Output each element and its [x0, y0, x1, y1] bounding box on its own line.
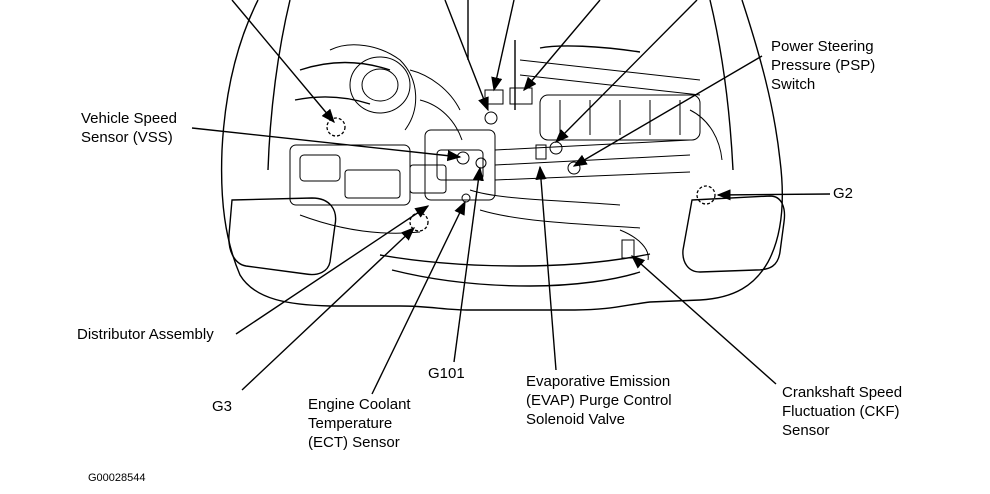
label-line: Switch: [771, 76, 816, 93]
leader-top-5: [555, 0, 698, 143]
label-ect-sensor: Engine Coolant Temperature (ECT) Sensor: [308, 395, 411, 452]
label-line: Engine Coolant: [308, 396, 411, 413]
vehicle-body-outline: [220, 0, 786, 311]
label-line: Pressure (PSP): [771, 57, 876, 74]
leader-g3: [241, 227, 416, 391]
label-vss: Vehicle Speed Sensor (VSS): [81, 109, 177, 147]
label-distributor: Distributor Assembly: [77, 325, 214, 344]
g2-marker: [696, 185, 716, 205]
leader-top-4: [523, 0, 601, 92]
label-line: Evaporative Emission: [526, 373, 671, 390]
leader-evap: [535, 165, 557, 371]
figure-id: G00028544: [88, 472, 146, 484]
leader-ect: [371, 200, 466, 395]
label-line: Sensor: [782, 422, 830, 439]
label-line: G2: [833, 185, 854, 202]
label-g2: G2: [833, 184, 853, 203]
leader-lines: [191, 0, 831, 395]
ground-location-markers: [326, 117, 716, 232]
label-line: Distributor Assembly: [77, 326, 214, 343]
leader-g101: [453, 166, 484, 363]
leader-psp: [572, 55, 763, 167]
label-psp-switch: Power Steering Pressure (PSP) Switch: [771, 37, 875, 94]
leader-g2: [716, 189, 831, 201]
label-g3: G3: [212, 397, 232, 416]
label-line: (EVAP) Purge Control: [526, 392, 672, 409]
label-line: Power Steering: [771, 38, 874, 55]
leader-distributor: [235, 205, 430, 335]
leader-top-1: [231, 0, 335, 124]
label-line: Crankshaft Speed: [782, 384, 903, 401]
label-line: Sensor (VSS): [81, 129, 173, 146]
g-marker-upper-left: [326, 117, 346, 137]
label-line: Temperature: [308, 415, 393, 432]
label-g101: G101: [428, 364, 465, 383]
label-line: Solenoid Valve: [526, 411, 625, 428]
label-line: Fluctuation (CKF): [782, 403, 900, 420]
leader-ckf: [630, 255, 777, 385]
label-line: (ECT) Sensor: [308, 434, 400, 451]
engine-detail: [289, 44, 723, 261]
label-line: G101: [428, 365, 465, 382]
leader-top-2: [444, 0, 489, 112]
label-line: G3: [212, 398, 233, 415]
leader-vss: [191, 127, 462, 162]
label-ckf-sensor: Crankshaft Speed Fluctuation (CKF) Senso…: [782, 383, 902, 440]
label-evap-valve: Evaporative Emission (EVAP) Purge Contro…: [526, 372, 672, 429]
leader-top-3: [491, 0, 515, 92]
label-line: Vehicle Speed: [81, 110, 177, 127]
